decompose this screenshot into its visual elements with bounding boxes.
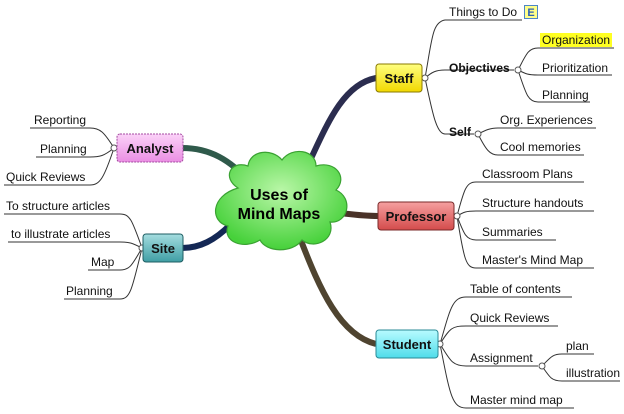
topic-summaries[interactable]: Summaries: [482, 225, 543, 239]
e-icon[interactable]: E: [524, 5, 538, 19]
branch-site[interactable]: Site: [151, 240, 175, 256]
connector-student-toc: [439, 296, 572, 345]
branch-professor[interactable]: Professor: [385, 208, 447, 224]
topic-plan[interactable]: plan: [566, 339, 589, 353]
branch-student[interactable]: Student: [382, 336, 432, 352]
collapse-dot-objectives: [514, 66, 522, 74]
collapse-dot-assignment: [538, 362, 546, 370]
topic-to-structure-articles[interactable]: To structure articles: [6, 199, 111, 213]
connector-prof-classroom: [456, 181, 584, 217]
connector-analyst-reporting: [30, 127, 115, 149]
staff-box-bg: [375, 63, 423, 93]
connector-student-assignment: [439, 343, 538, 367]
analyst-box-bg: [116, 133, 184, 163]
central-cloud-shape: [214, 150, 348, 251]
central-topic[interactable]: Uses of Mind Maps: [218, 186, 340, 224]
site-box-bg: [142, 233, 184, 263]
connector-center-student: [297, 236, 377, 347]
connector-site-illustrate: [8, 241, 143, 249]
topic-to-illustrate-articles[interactable]: to illustrate articles: [11, 227, 111, 241]
topic-student-quick-reviews[interactable]: Quick Reviews: [470, 311, 550, 325]
topic-analyst-planning[interactable]: Planning: [40, 142, 87, 156]
topic-illustration[interactable]: illustration: [566, 366, 621, 380]
connector-assign-illustration: [541, 365, 620, 382]
connector-staff-self: [424, 77, 474, 135]
topic-master-mind-map[interactable]: Master mind map: [470, 393, 563, 407]
topic-org-experiences[interactable]: Org. Experiences: [500, 113, 593, 127]
collapse-dot-staff: [421, 74, 429, 82]
connector-self-cool: [477, 133, 584, 156]
central-topic-line2: Mind Maps: [237, 206, 321, 223]
topic-masters-mind-map[interactable]: Master's Mind Map: [482, 253, 583, 267]
connector-analyst-quick: [4, 147, 115, 186]
topic-things-to-do[interactable]: Things to Do: [449, 5, 518, 19]
connector-staff-things: [424, 19, 522, 79]
topic-classroom-plans[interactable]: Classroom Plans: [482, 167, 573, 181]
topic-map[interactable]: Map: [91, 255, 115, 269]
topic-reporting[interactable]: Reporting: [34, 113, 87, 127]
topic-organization-label: Organization: [540, 33, 613, 47]
topic-site-planning[interactable]: Planning: [66, 284, 113, 298]
connector-site-map: [88, 247, 143, 271]
topic-objectives[interactable]: Objectives: [449, 61, 510, 75]
topic-analyst-quick-reviews[interactable]: Quick Reviews: [6, 170, 86, 184]
topic-staff-planning[interactable]: Planning: [542, 88, 589, 102]
connector-analyst-planning: [36, 147, 115, 158]
topic-structure-handouts[interactable]: Structure handouts: [482, 196, 584, 210]
collapse-dot-self: [474, 130, 482, 138]
student-box-bg: [375, 329, 439, 359]
connector-student-master: [439, 343, 574, 409]
connector-site-structure: [4, 213, 143, 249]
connector-obj-organization: [517, 47, 614, 71]
central-topic-line1: Uses of: [250, 187, 308, 204]
topic-self[interactable]: Self: [449, 125, 472, 139]
connector-prof-structure: [456, 210, 594, 217]
connector-self-org: [477, 127, 596, 135]
topic-organization[interactable]: Organization: [540, 33, 613, 47]
connector-obj-planning: [517, 69, 590, 103]
topic-assignment[interactable]: Assignment: [470, 351, 533, 365]
connector-site-planning: [64, 247, 143, 300]
branch-analyst[interactable]: Analyst: [126, 140, 174, 156]
topic-table-of-contents[interactable]: Table of contents: [470, 282, 561, 296]
professor-box-bg: [377, 201, 455, 231]
collapse-dot-professor: [453, 212, 461, 220]
connector-prof-summaries: [456, 215, 556, 241]
topic-cool-memories[interactable]: Cool memories: [500, 140, 581, 154]
topic-prioritization[interactable]: Prioritization: [542, 61, 609, 75]
branch-staff[interactable]: Staff: [384, 70, 414, 86]
connector-assign-plan: [541, 353, 594, 367]
connector-prof-master: [456, 215, 594, 269]
connector-center-site: [181, 222, 233, 251]
connector-student-quick: [439, 325, 558, 345]
